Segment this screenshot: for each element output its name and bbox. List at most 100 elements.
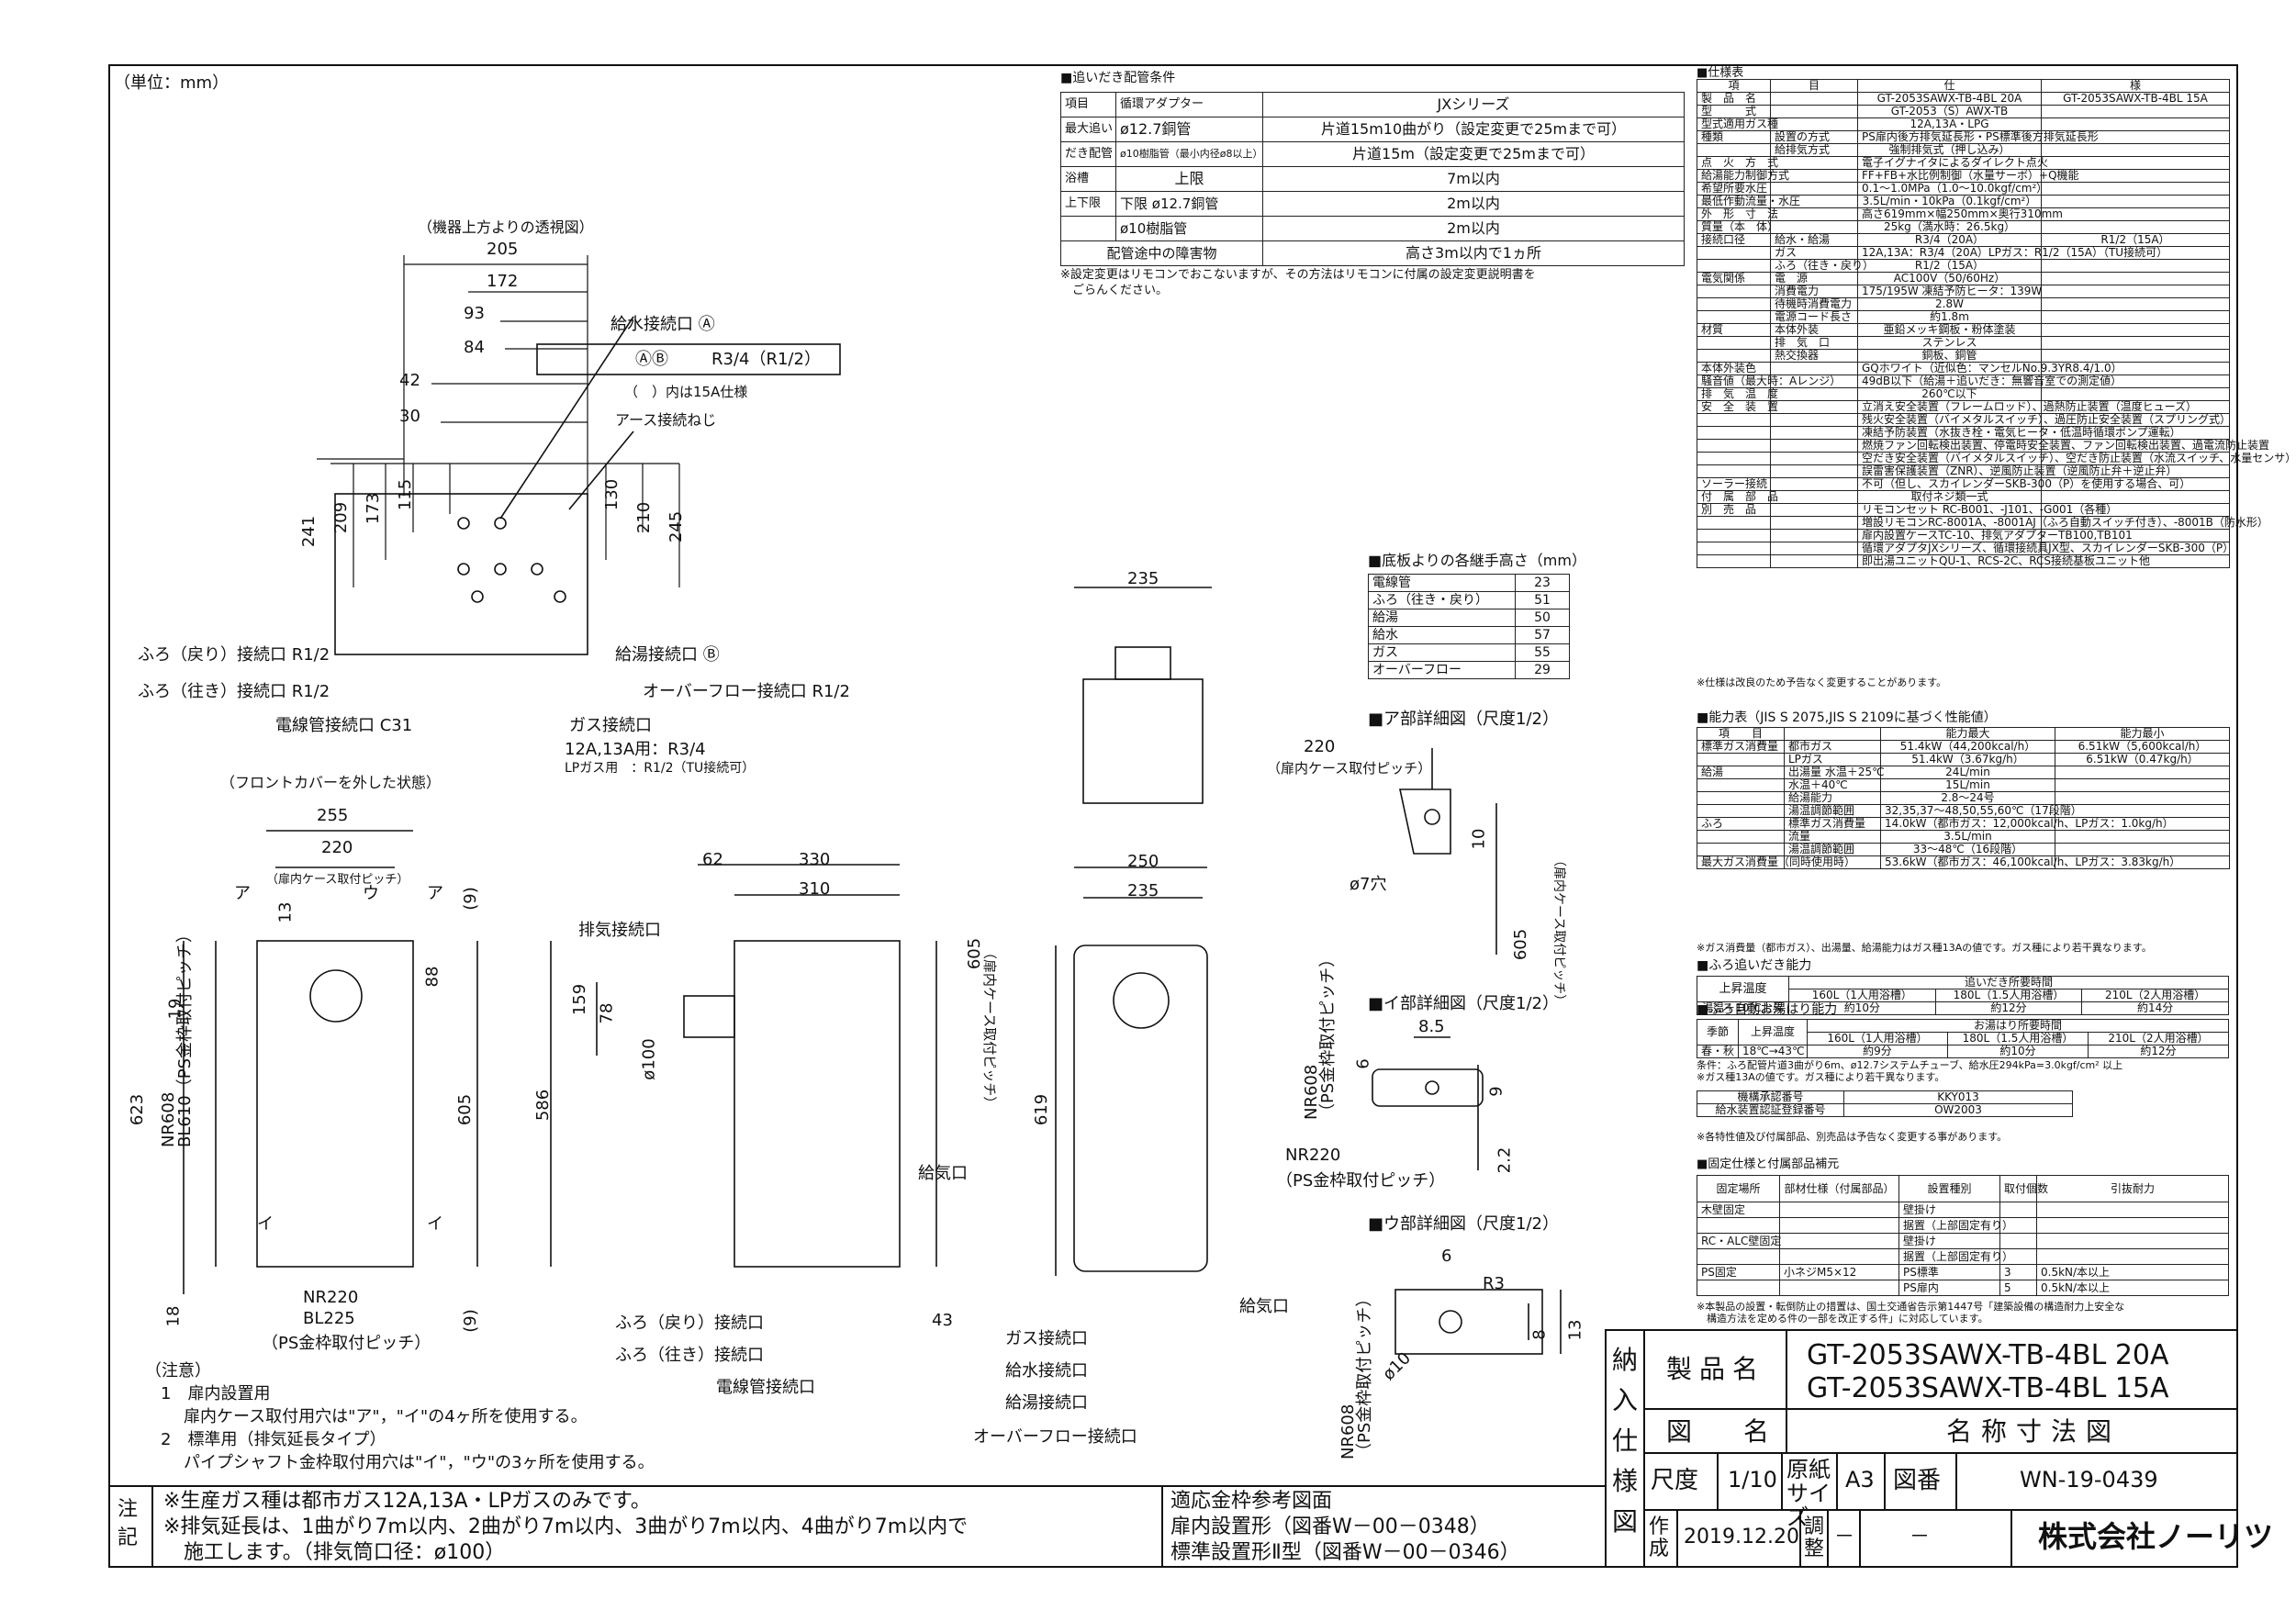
spec-row-cell: 給湯能力制御方式 [1697, 169, 1789, 183]
spec-row-cell: 不可（但し、スカイレンダーSKB-300（P）を使用する場合、可） [1857, 477, 2190, 491]
title-side-label: 納入仕様図 [1612, 1345, 1639, 1537]
adjust-1: － [1834, 1526, 1855, 1549]
fixing-cell: PS扉内 [1898, 1280, 2000, 1296]
spec-row-cell: R1/2（15A） [1857, 259, 2042, 273]
spec-row: 循環アダプタJXシリーズ、循環接続具JX型、スカイレンダーSKB-300（P） [1697, 542, 2234, 555]
spec-row-cell [1770, 156, 1858, 170]
spec-row-cell: 接続口径 [1697, 233, 1771, 247]
label-overflow: オーバーフロー接続口 R1/2 [643, 682, 850, 701]
spec-row-cell: 種類 [1697, 130, 1771, 144]
fixing-row: 据置（上部固定有り） [1697, 1248, 2229, 1265]
spec-row-cell: 点 火 方 式 [1697, 156, 1778, 170]
spec-row-cell: 12A,13A：R3/4（20A）LPガス：R1/2（15A）（TU接続可） [1857, 246, 2167, 260]
capability-row-cell: 標準ガス消費量 [1697, 740, 1785, 754]
spec-row-cell: FF+FB+水比例制御（水量サーボ）+Q機能 [1857, 169, 2079, 183]
capability-row-cell: 最大ガス消費量（同時使用時） [1697, 855, 1855, 869]
spec-row-cell [1770, 477, 1858, 491]
drawing-label: 図 名 [1666, 1416, 1770, 1447]
product-name-1: GT-2053SAWX-TB-4BL 20A [1807, 1339, 2169, 1371]
spec-row-cell: 即出湯ユニットQU-1、RCS-2C、RCS接続基板ユニット他 [1857, 554, 2150, 568]
spec-row: 給湯能力制御方式 FF+FB+水比例制御（水量サーボ）+Q機能 [1697, 169, 2230, 183]
spec-row: ソーラー接続不可（但し、スカイレンダーSKB-300（P）を使用する場合、可） [1697, 477, 2230, 491]
spec-row: 排 気 口ステンレス [1697, 336, 2230, 350]
ab-box-key: ⒶⒷ [635, 350, 668, 369]
spec-row-cell [1770, 516, 1858, 530]
fixing-cell [1697, 1217, 1780, 1234]
spec-row-cell: ふろ（往き・戻り） [1770, 259, 1874, 273]
spec-row-cell [1697, 259, 1771, 273]
detail-a-10: 10 [1469, 828, 1489, 850]
detail-i-nr608: NR608 （PS金枠取付ピッチ） [1302, 950, 1338, 1120]
spec-row-cell: 立消え安全装置（フレームロッド）、過熱防止装置（温度ヒューズ） [1857, 400, 2197, 414]
spec-row-cell [2041, 310, 2230, 324]
autofill-table: 季節上昇温度お湯はり所要時間 160L（1人用浴槽）180L（1.5人用浴槽）2… [1697, 1019, 2229, 1058]
capability-row-cell [1697, 843, 1785, 856]
detail-u-title: ■ウ部詳細図（尺度1/2） [1368, 1214, 1559, 1234]
capability-row-cell [2055, 791, 2230, 805]
spec-row-cell [2041, 220, 2230, 234]
spec-row-cell [1697, 426, 1771, 440]
spec-row-cell: 消費電力 [1770, 285, 1858, 298]
spec-row-cell: 電子イグナイタによるダイレクト点火 [1857, 156, 2048, 170]
spec-row-cell: GT-2053SAWX-TB-4BL 20A [1857, 92, 2042, 106]
spec-row-cell: 凍結予防装置（水抜き栓・電気ヒータ・低温時循環ポンプ運転） [1857, 426, 2181, 440]
spec-row-cell: GT-2053SAWX-TB-4BL 15A [2041, 92, 2230, 106]
dim-255: 255 [317, 806, 349, 825]
title-div-9 [1799, 1509, 1801, 1566]
spec-row-cell: 2.8W [1857, 297, 2042, 311]
back-gas: ガス接続口 [1005, 1329, 1088, 1348]
fixing-head-cell: 固定場所 [1697, 1175, 1780, 1202]
autofill-title: ■ふろ自動お湯はり能力 [1697, 1002, 1838, 1017]
paper-value: A3 [1845, 1467, 1875, 1493]
front-side-pitch: NR608 BL610（PS金枠取付ピッチ） [159, 925, 195, 1147]
fixing-cell [1697, 1248, 1780, 1265]
fixing-note: ※本製品の設置・転倒防止の措置は、国土交通省告示第1447号「建築設備の構造耐力… [1697, 1301, 2125, 1325]
fixing-cell [2036, 1248, 2229, 1265]
side-intake: 給気口 [918, 1164, 968, 1183]
spec-row-cell [1697, 529, 1771, 542]
spec-row-cell [1770, 362, 1858, 375]
capability-row-cell: ふろ [1697, 817, 1785, 831]
spec-row-cell: 電気関係 [1697, 272, 1771, 285]
spec-row-cell: 安 全 装 置 [1697, 400, 1778, 414]
capability-row-cell: 6.51kW（5,600kcal/h） [2055, 740, 2230, 754]
fixing-head-cell: 取付個数 [1999, 1175, 2048, 1202]
title-block: 納入仕様図 製品名 GT-2053SAWX-TB-4BL 20A GT-2053… [1605, 1329, 2273, 1568]
detail-a-605: 605 [1511, 928, 1531, 961]
fixing-cell: 3 [1999, 1264, 2037, 1280]
title-div-11 [1859, 1509, 1861, 1566]
dim-220: 220 [321, 838, 353, 857]
spec-row-cell [1770, 387, 1858, 401]
spec-row: 付 属 部 品取付ネジ類一式 [1697, 490, 2230, 504]
ab-box-val: R3/4（R1/2） [711, 350, 821, 369]
spec-row-cell: 49dB以下（給湯＋追いだき：無響音室での測定値） [1857, 375, 2122, 388]
capability-row-cell [1784, 727, 1881, 741]
title-div-4 [1781, 1452, 1783, 1509]
capability-row-cell: 51.4kW（44,200kcal/h） [1880, 740, 2055, 754]
capability-row-cell [2055, 843, 2230, 856]
detail-i-ps: （PS金枠取付ピッチ） [1276, 1171, 1446, 1191]
spec-row: 扉内設置ケースTC-10、排気アダプターTB100,TB101 [1697, 529, 2230, 542]
detail-i-9: 9 [1486, 1086, 1506, 1097]
spec-row: 凍結予防装置（水抜き栓・電気ヒータ・低温時循環ポンプ運転） [1697, 426, 2230, 440]
spec-row-cell: GQホワイト（近似色：マンセルNo.9.3YR8.4/1.0） [1857, 362, 2122, 375]
mark-a-right: ア [427, 884, 443, 903]
ref-2: 標準設置形Ⅱ型（図番W－00－0346） [1170, 1541, 1520, 1564]
front-view-caption: （フロントカバーを外した状態） [220, 774, 442, 791]
num-label: 図番 [1893, 1467, 1942, 1494]
capability-row-cell: 能力最小 [2055, 727, 2230, 741]
capability-row-cell: 24L/min [1880, 766, 2055, 779]
product-name-2: GT-2053SAWX-TB-4BL 15A [1807, 1372, 2169, 1404]
capability-row-cell [2055, 830, 2230, 844]
notes-line-4: パイプシャフト金枠取付用穴は"イ"，"ウ"の3ヶ所を使用する。 [184, 1453, 655, 1472]
spec-row-cell [2041, 117, 2230, 131]
spec-row-cell: 排 気 温 度 [1697, 387, 1778, 401]
top-view-body [334, 493, 588, 655]
spec-row-cell: 循環アダプタJXシリーズ、循環接続具JX型、スカイレンダーSKB-300（P） [1857, 542, 2234, 555]
dim-9-bottom: (9) [460, 1309, 480, 1333]
spec-row-cell: 様 [2041, 79, 2230, 93]
